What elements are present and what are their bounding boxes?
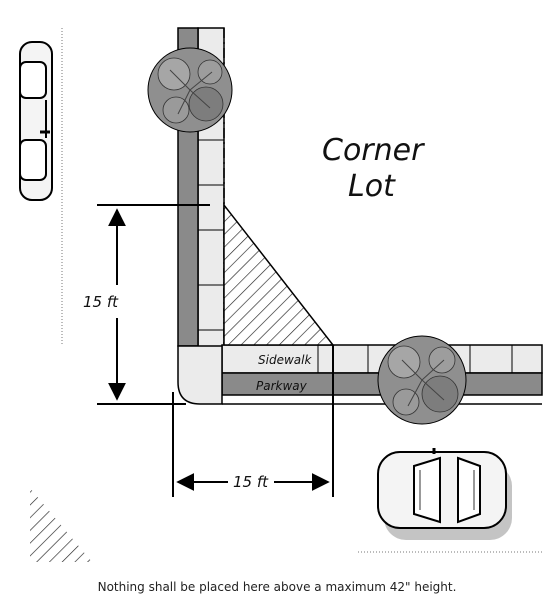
car-icon (19, 41, 53, 201)
tree-icon (377, 335, 467, 425)
corner-curb (177, 345, 223, 405)
caption: Nothing shall be placed here above a max… (98, 580, 457, 594)
parkway-label: Parkway (256, 379, 308, 393)
vertical-dimension (97, 204, 210, 405)
dim-horizontal-label: 15 ft (233, 473, 269, 491)
corner-lot-title-line1: Corner (322, 133, 425, 168)
horizontal-dimension (172, 345, 334, 497)
dim-vertical-label: 15 ft (83, 293, 119, 311)
car-icon (377, 448, 512, 540)
corner-lot-title-line2: Lot (348, 169, 396, 204)
tree-icon (147, 47, 233, 133)
sidewalk-label: Sidewalk (258, 353, 312, 367)
hatch-legend-swatch (30, 488, 92, 562)
visibility-triangle (223, 202, 335, 346)
